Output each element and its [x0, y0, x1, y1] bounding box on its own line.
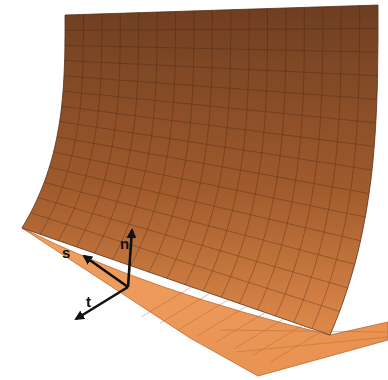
curved-sheet	[22, 5, 378, 335]
grid-line	[63, 91, 376, 123]
grid-line	[160, 293, 210, 323]
grid-line	[220, 330, 388, 332]
grid-line	[234, 319, 284, 349]
grid-line	[62, 106, 375, 146]
t-arrow	[76, 287, 128, 319]
grid-line	[54, 152, 366, 217]
grid-line	[236, 337, 388, 352]
grid-line	[215, 313, 265, 343]
frame-arrows	[76, 230, 132, 319]
t-label: t	[86, 294, 91, 309]
grid-line	[49, 167, 360, 241]
grid-line	[65, 45, 378, 52]
grid-line	[38, 198, 348, 288]
grid-line	[252, 325, 302, 355]
s-label: s	[62, 245, 70, 260]
mesh-grid	[31, 6, 378, 329]
floor-grid	[141, 287, 388, 362]
s-arrow	[84, 256, 128, 287]
grid-line	[65, 61, 378, 76]
normal-label: n	[120, 236, 129, 251]
grid-line	[271, 332, 321, 362]
grid-line	[141, 287, 191, 317]
grid-line	[31, 213, 340, 312]
grid-line	[65, 29, 378, 31]
grid-line	[197, 306, 247, 336]
grid-line	[44, 182, 355, 264]
grid-line	[178, 300, 228, 330]
